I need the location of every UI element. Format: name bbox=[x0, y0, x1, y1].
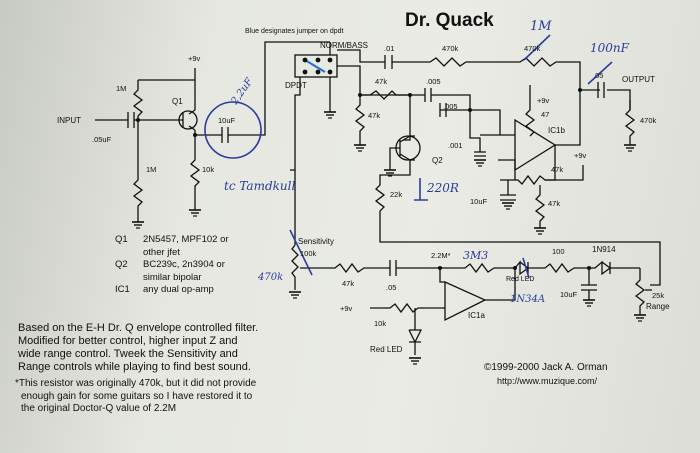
value-pot-100k: 100k bbox=[300, 249, 317, 258]
description-block: Based on the E-H Dr. Q envelope controll… bbox=[18, 322, 338, 374]
part-ref: IC1 bbox=[115, 284, 130, 295]
copyright-text: ©1999-2000 Jack A. Orman bbox=[484, 362, 608, 373]
value-plus9v-2: +9v bbox=[537, 96, 550, 105]
hw-22uf: 2,2uF bbox=[229, 76, 256, 108]
part-desc: other jfet bbox=[143, 246, 180, 258]
hw-470k: 470k bbox=[257, 272, 283, 283]
value-r-470k-out: 470k bbox=[640, 116, 657, 125]
hw-1m: 1M bbox=[530, 19, 552, 34]
value-r-470k-b: 470k bbox=[524, 44, 541, 53]
value-r-47k-d: 47k bbox=[548, 199, 560, 208]
hw-100nf: 100nF bbox=[590, 41, 630, 55]
footnote-line: the original Doctor-Q value of 2.2M bbox=[21, 403, 177, 414]
part-desc: similar bipolar bbox=[143, 271, 202, 283]
hw-3m3: 3M3 bbox=[463, 249, 488, 262]
component-values: .05uF 1M 1M 10k 10uF .01 470k 470k 47k 4… bbox=[92, 44, 664, 328]
footnote-line: *This resistor was originally 470k, but … bbox=[15, 378, 257, 389]
jumper-note: Blue designates jumper on dpdt bbox=[245, 28, 344, 35]
parts-list-row: other jfet bbox=[115, 247, 229, 260]
handwritten-notes: 2,2uF 1M 100nF 220R 470k 3M3 1N34A tc Ta… bbox=[224, 19, 630, 305]
description-line: wide range control. Tweek the Sensitivit… bbox=[18, 348, 238, 360]
value-r-22k: 22k bbox=[390, 190, 402, 199]
parts-list-row: Q2 BC239c, 2n3904 or bbox=[115, 259, 229, 272]
value-c-005-a: .005 bbox=[426, 77, 441, 86]
value-r-47k-c: 47k bbox=[551, 165, 563, 174]
label-q1: Q1 bbox=[172, 97, 183, 106]
value-c-05-out: .05 bbox=[593, 71, 603, 80]
diagram-title: Dr. Quack bbox=[405, 10, 494, 31]
description-line: Range controls while playing to find bes… bbox=[18, 361, 251, 373]
label-sensitivity: Sensitivity bbox=[298, 237, 334, 246]
parts-list-row: IC1 any dual op-amp bbox=[115, 284, 229, 297]
value-plus9v-1: +9v bbox=[188, 54, 201, 63]
label-red-led-2: Red LED bbox=[506, 276, 534, 283]
value-c-005-b: .005 bbox=[443, 102, 458, 111]
label-1n914: 1N914 bbox=[592, 245, 616, 254]
label-ic1b: IC1b bbox=[548, 126, 565, 135]
website-link[interactable]: http://www.muzique.com/ bbox=[497, 376, 598, 386]
value-c-10uf-2: 10uF bbox=[470, 197, 488, 206]
part-desc: BC239c, 2n3904 or bbox=[143, 259, 225, 270]
label-dpdt: DPDT bbox=[285, 81, 307, 90]
hw-220r: 220R bbox=[426, 181, 459, 195]
footnote-line: enough gain for some guitars so I have r… bbox=[21, 390, 253, 402]
hw-tc: tc Tamdkull bbox=[224, 179, 295, 193]
label-norm-bass: NORM/BASS bbox=[320, 41, 368, 50]
dpdt-dots bbox=[136, 57, 591, 270]
value-r-47k-e: 47k bbox=[342, 279, 354, 288]
value-r-22m: 2.2M* bbox=[431, 251, 451, 260]
label-output: OUTPUT bbox=[622, 75, 655, 84]
hw-1n34a: 1N34A bbox=[510, 294, 545, 305]
parts-list: Q1 2N5457, MPF102 or other jfet Q2 BC239c,… bbox=[115, 234, 229, 297]
part-desc: 2N5457, MPF102 or bbox=[143, 234, 229, 245]
label-range: Range bbox=[646, 302, 670, 311]
value-r-100: 100 bbox=[552, 247, 565, 256]
parts-list-row: similar bipolar bbox=[115, 272, 229, 285]
value-r-47k-b: 47k bbox=[368, 111, 380, 120]
value-c-01: .01 bbox=[384, 44, 394, 53]
footnote-block: *This resistor was originally 470k, but … bbox=[15, 378, 335, 416]
value-r-1m-bot: 1M bbox=[146, 165, 156, 174]
value-c-10uf-1: 10uF bbox=[218, 116, 236, 125]
value-c-10uf-3: 10uF bbox=[560, 290, 578, 299]
value-c-05-b: .05 bbox=[386, 283, 396, 292]
part-ref: Q1 bbox=[115, 234, 128, 245]
label-ic1a: IC1a bbox=[468, 311, 485, 320]
value-c-001: .001 bbox=[448, 141, 463, 150]
value-r-1m-top: 1M bbox=[116, 84, 126, 93]
value-r-470k-a: 470k bbox=[442, 44, 459, 53]
part-desc: any dual op-amp bbox=[143, 284, 214, 295]
handwritten-strokes bbox=[204, 34, 613, 279]
label-input: INPUT bbox=[57, 116, 81, 125]
value-plus9v-4: +9v bbox=[340, 304, 353, 313]
part-ref: Q2 bbox=[115, 259, 128, 270]
wires bbox=[95, 41, 661, 355]
label-q2: Q2 bbox=[432, 156, 443, 165]
value-r-10k-src: 10k bbox=[202, 165, 214, 174]
parts-list-row: Q1 2N5457, MPF102 or bbox=[115, 234, 229, 247]
value-r-47k-a: 47k bbox=[375, 77, 387, 86]
value-c-05uf: .05uF bbox=[92, 135, 112, 144]
dpdt-jumper bbox=[304, 59, 326, 73]
value-plus9v-3: +9v bbox=[574, 151, 587, 160]
value-r-10k: 10k bbox=[374, 319, 386, 328]
label-red-led: Red LED bbox=[370, 345, 403, 354]
value-r-47: 47 bbox=[541, 110, 549, 119]
description-line: Based on the E-H Dr. Q envelope controll… bbox=[18, 322, 259, 334]
description-line: Modified for better control, higher inpu… bbox=[18, 335, 238, 347]
value-pot-25k: 25k bbox=[652, 291, 664, 300]
